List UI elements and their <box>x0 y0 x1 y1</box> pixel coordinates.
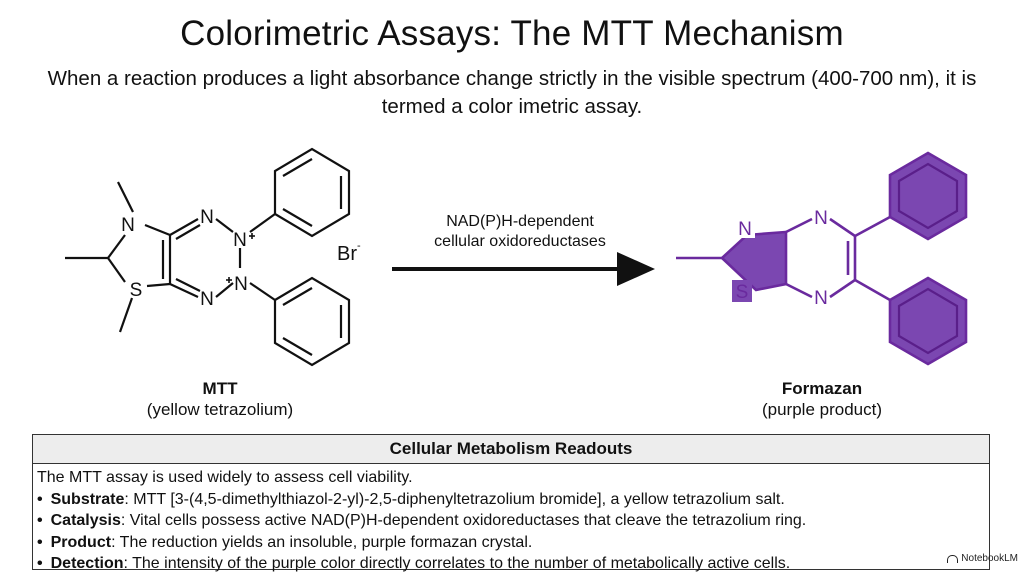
readouts-body: The MTT assay is used widely to assess c… <box>33 464 989 575</box>
readout-item-catalysis: Catalysis: Vital cells possess active NA… <box>37 510 985 532</box>
reaction-arrow <box>392 252 655 286</box>
mtt-name: MTT <box>202 379 238 398</box>
readout-item-substrate: Substrate: MTT [3-(4,5-dimethylthiazol-2… <box>37 489 985 511</box>
mtt-charges <box>226 233 255 283</box>
page-subtitle: When a reaction produces a light absorba… <box>47 67 977 118</box>
readouts-intro: The MTT assay is used widely to assess c… <box>37 469 413 486</box>
readout-item-product: Product: The reduction yields an insolub… <box>37 532 985 554</box>
formazan-atom-n: N <box>814 208 828 229</box>
notebooklm-logo-icon <box>947 554 959 563</box>
formazan-structure <box>676 151 968 366</box>
mtt-caption: MTT (yellow tetrazolium) <box>110 378 330 420</box>
mtt-atom-n: N <box>234 274 248 295</box>
reaction-scheme: N S N N N N N <box>65 147 968 367</box>
formazan-name: Formazan <box>781 379 863 398</box>
bromide-counterion: Br- <box>337 240 361 265</box>
watermark-label: NotebookLM <box>961 553 1018 564</box>
mtt-atom-s: S <box>130 280 143 301</box>
readouts-panel: Cellular Metabolism Readouts The MTT ass… <box>32 434 990 572</box>
readouts-list: Substrate: MTT [3-(4,5-dimethylthiazol-2… <box>37 489 985 575</box>
mtt-atom-n: N <box>233 230 247 251</box>
formazan-descriptor: (purple product) <box>761 400 882 419</box>
readouts-heading: Cellular Metabolism Readouts <box>33 435 989 464</box>
notebooklm-watermark: NotebookLM <box>947 553 1018 564</box>
page-title: Colorimetric Assays: The MTT Mechanism <box>180 14 844 53</box>
mtt-atom-n: N <box>121 215 135 236</box>
arrow-label: NAD(P)H-dependent cellular oxidoreductas… <box>385 212 655 252</box>
formazan-caption: Formazan (purple product) <box>722 378 922 420</box>
formazan-atom-n: N <box>814 288 828 309</box>
arrow-label-line2: cellular oxidoreductases <box>434 233 606 250</box>
formazan-atom-n: N <box>738 219 752 240</box>
mtt-atom-n: N <box>200 289 214 310</box>
arrow-label-line1: NAD(P)H-dependent <box>446 213 594 230</box>
mtt-descriptor: (yellow tetrazolium) <box>146 400 294 419</box>
mtt-atom-labels: N S N N N N <box>121 207 248 310</box>
mtt-atom-n: N <box>200 207 214 228</box>
formazan-atom-labels: N S N N <box>732 208 828 309</box>
readout-item-detection: Detection: The intensity of the purple c… <box>37 553 985 575</box>
formazan-atom-s: S <box>736 282 749 303</box>
mtt-structure <box>65 147 351 367</box>
